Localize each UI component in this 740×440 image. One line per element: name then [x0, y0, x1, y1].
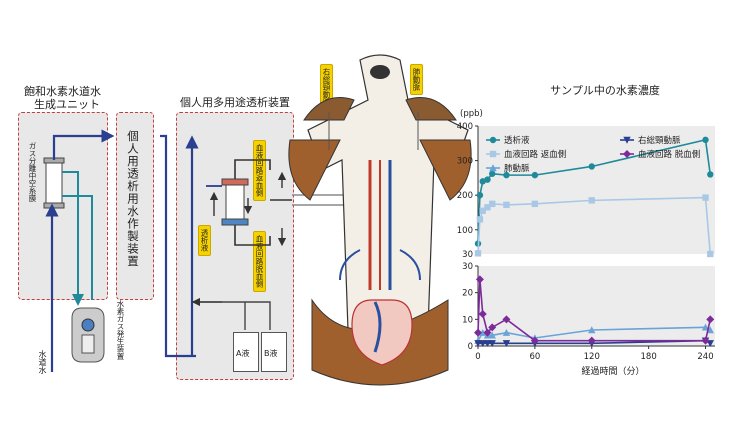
lower-y-tick-label: 30	[462, 262, 473, 272]
data-point-2	[488, 331, 496, 339]
data-point-3	[706, 340, 714, 348]
solution-b-box	[261, 332, 287, 372]
data-point-4	[483, 328, 492, 337]
data-point-4	[478, 310, 487, 318]
tag-removal-side: 血液回路脱血側	[253, 231, 266, 292]
data-point-2	[706, 326, 714, 334]
data-point-0	[707, 171, 714, 178]
solution-a-label: A液	[236, 349, 250, 358]
data-point-0	[503, 171, 510, 179]
series-line-4	[477, 279, 712, 342]
data-point-1	[588, 197, 595, 204]
data-point-1	[503, 201, 510, 209]
data-point-1	[479, 207, 486, 214]
generator-icon	[71, 307, 105, 363]
tag-pulmonary: 肺動脈	[410, 64, 423, 95]
data-point-3	[483, 340, 492, 348]
data-point-2	[588, 326, 596, 334]
legend-marker-2	[489, 164, 497, 172]
data-point-0	[489, 170, 496, 177]
legend-marker-4	[623, 150, 631, 158]
data-point-0	[588, 163, 595, 170]
data-point-2	[479, 328, 487, 336]
data-point-3	[488, 340, 496, 348]
data-point-4	[706, 315, 715, 324]
lower-y-tick-label: 10	[462, 315, 473, 325]
tag-return-side: 血液回路返血側	[253, 140, 266, 201]
series-line-1	[477, 196, 712, 255]
legend-marker-3	[623, 136, 631, 144]
data-point-2	[502, 328, 511, 336]
legend-label-3: 右総頸動脈	[638, 135, 681, 146]
lower-y-tick-label: 20	[462, 289, 473, 299]
tag-dialysate: 透析液	[198, 225, 211, 256]
upper-y-tick-label: 30	[462, 250, 473, 260]
solution-a-box	[233, 332, 259, 372]
data-point-1	[702, 194, 709, 201]
chart-svg: サンプル中の水素濃度 (ppb) 経過時間（分） 301002003004000…	[457, 83, 715, 377]
left-unit-box	[18, 112, 108, 300]
data-point-0	[531, 171, 539, 179]
upper-y-tick-label: 400	[457, 122, 473, 132]
legend-label-2: 肺動脈	[504, 163, 530, 174]
tag-carotid: 右総頸動脈	[320, 64, 333, 110]
data-point-1	[474, 250, 482, 257]
y-axis-unit: (ppb)	[460, 109, 483, 119]
data-point-4	[475, 275, 484, 284]
data-point-3	[474, 340, 482, 348]
data-point-4	[488, 323, 497, 332]
x-axis-label: 経過時間（分）	[581, 365, 644, 377]
data-point-4	[701, 336, 710, 345]
x-tick-label: 180	[641, 352, 657, 362]
lower-panel	[478, 266, 715, 346]
data-point-4	[587, 336, 596, 345]
membrane-label: ガス分離中空糸膜	[28, 142, 37, 202]
lower-y-tick-label: 0	[468, 342, 473, 352]
solution-b-label: B液	[264, 349, 278, 358]
data-point-1	[531, 200, 539, 208]
data-point-0	[702, 136, 709, 144]
data-point-0	[484, 176, 491, 183]
data-point-1	[489, 200, 496, 208]
x-tick-label: 240	[697, 352, 713, 362]
data-point-1	[707, 250, 714, 258]
x-tick-label: 120	[584, 352, 600, 362]
legend-label-4: 血液回路 脱血側	[638, 149, 700, 160]
data-point-3	[479, 340, 487, 348]
mid-unit-label: 個人用透析用水作製装置	[126, 130, 140, 268]
legend-marker-0	[489, 136, 497, 144]
tap-water-label: 水道水	[38, 350, 47, 374]
dialysis-unit-title: 個人用多用途透析装置	[180, 96, 290, 109]
upper-y-tick-label: 300	[457, 157, 473, 167]
legend-label-1: 血液回路 返血側	[504, 149, 566, 160]
series-line-0	[477, 138, 712, 244]
data-point-1	[476, 216, 484, 223]
upper-y-tick-label: 200	[457, 191, 473, 201]
data-point-1	[484, 204, 491, 211]
data-point-4	[502, 315, 511, 324]
legend-label-0: 透析液	[504, 135, 530, 146]
chart-title: サンプル中の水素濃度	[550, 83, 660, 97]
mid-unit-box	[116, 112, 154, 300]
generator-label: 水素ガス発生装置	[116, 300, 125, 360]
left-unit-title-1: 飽和水素水道水	[24, 85, 101, 98]
data-point-4	[474, 328, 482, 337]
x-tick-label: 60	[529, 352, 540, 362]
legend-marker-1	[489, 150, 497, 158]
left-unit-title-2: 生成ユニット	[34, 98, 100, 111]
data-point-4	[530, 336, 539, 345]
data-point-0	[476, 191, 484, 199]
upper-y-tick-label: 100	[457, 226, 473, 236]
x-tick-label: 0	[475, 352, 480, 362]
data-point-3	[502, 340, 511, 348]
